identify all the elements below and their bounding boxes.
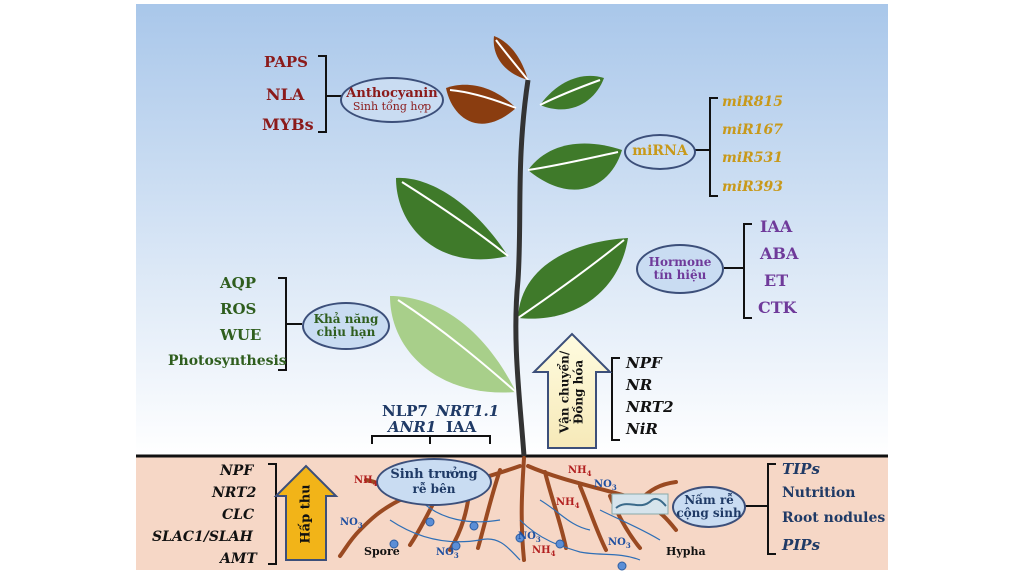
lateral-gene-anr1: ANR1	[388, 418, 437, 436]
transport-arrow-label: Vận chuyển/ Đồng hóa	[558, 351, 587, 433]
nh4-label-2: NH4	[568, 465, 592, 478]
drought-subtitle: chịu hạn	[316, 325, 376, 339]
lateral-gene-iaa: IAA	[446, 418, 477, 436]
no3-label-4: NO3	[594, 479, 617, 492]
bracket-anthocyanin	[318, 55, 342, 133]
drought-item-1: AQP	[220, 274, 256, 292]
hormone-item-1: IAA	[760, 217, 793, 236]
lateral-root-title: Sinh trưởng	[390, 467, 478, 483]
drought-item-4: Photosynthesis	[168, 353, 287, 369]
transport-arrow	[531, 332, 613, 449]
hormone-item-4: CTK	[758, 298, 797, 317]
bracket-uptake	[268, 463, 277, 565]
leaf-lower-right	[517, 238, 628, 319]
uptake-item-5: AMT	[220, 551, 257, 567]
mycorrhiza-item-1: TIPs	[782, 460, 820, 478]
lateral-gene-nlp7: NLP7	[382, 402, 428, 420]
drought-oval: Khả năng chịu hạn	[302, 302, 390, 350]
anthocyanin-title: Anthocyanin	[346, 85, 438, 101]
no3-label-3: NO3	[518, 531, 541, 544]
stem	[513, 79, 531, 457]
hormone-item-3: ET	[764, 271, 789, 290]
uptake-item-2: NRT2	[212, 485, 257, 501]
bracket-lateral-root	[371, 435, 491, 444]
transport-item-1: NPF	[626, 354, 662, 372]
gene-mybs: MYBs	[262, 115, 314, 134]
lateral-root-oval: Sinh trưởng rễ bên	[376, 458, 492, 506]
anthocyanin-subtitle: Sinh tổng hợp	[352, 100, 432, 114]
hormone-title: Hormone	[648, 254, 712, 269]
uptake-arrow-label: Hấp thu	[298, 484, 314, 544]
spores	[389, 517, 627, 571]
hormone-item-2: ABA	[760, 244, 799, 263]
hormone-subtitle: tín hiệu	[653, 268, 707, 282]
transport-label-1: Vận chuyển/	[557, 350, 572, 434]
uptake-item-4: SLAC1/SLAH	[152, 529, 253, 545]
mycorrhiza-micrograph	[611, 493, 669, 515]
hormone-oval: Hormone tín hiệu	[636, 244, 724, 294]
transport-item-4: NiR	[626, 420, 658, 438]
leaf-upper-right	[539, 75, 604, 110]
leaf-top-brown	[493, 36, 529, 81]
spore-label: Spore	[364, 545, 400, 558]
mycorrhiza-title: Nấm rễ	[684, 492, 734, 507]
mirna-item-3: miR531	[722, 150, 783, 166]
bracket-drought	[278, 277, 302, 371]
drought-title: Khả năng	[313, 311, 379, 326]
bracket-mirna	[694, 97, 718, 197]
lateral-gene-nrt11: NRT1.1	[436, 402, 500, 420]
gene-paps: PAPS	[264, 53, 308, 71]
mycorrhiza-item-4: PIPs	[782, 536, 821, 554]
nh4-label-3: NH4	[556, 497, 580, 510]
mirna-title: miRNA	[632, 143, 688, 160]
transport-item-3: NRT2	[626, 398, 674, 416]
mirna-item-2: miR167	[722, 122, 783, 138]
mirna-oval: miRNA	[624, 134, 696, 170]
hypha-label: Hypha	[666, 545, 706, 558]
sky-background	[136, 4, 888, 456]
uptake-item-3: CLC	[222, 507, 255, 523]
mycorrhiza-item-3: Root nodules	[782, 510, 886, 526]
lateral-root-subtitle: rễ bên	[412, 481, 456, 496]
nh4-label-1: NH4	[354, 475, 378, 488]
no3-label-5: NO3	[608, 537, 631, 550]
transport-item-2: NR	[626, 376, 653, 394]
gene-nla: NLA	[266, 85, 305, 104]
bracket-hormone	[724, 223, 752, 319]
mycorrhiza-oval: Nấm rễ cộng sinh	[672, 486, 746, 528]
leaf-mid-left	[396, 177, 509, 260]
bracket-mycorrhiza	[744, 463, 776, 555]
leaf-light-green	[390, 296, 517, 393]
nh4-label-4: NH4	[532, 545, 556, 558]
drought-item-2: ROS	[220, 300, 257, 318]
uptake-item-1: NPF	[220, 463, 254, 479]
transport-label-2: Đồng hóa	[572, 359, 586, 425]
drought-item-3: WUE	[220, 326, 262, 344]
bracket-transport	[611, 357, 620, 441]
leaf-mid-right	[527, 143, 622, 190]
uptake-arrow	[273, 464, 339, 561]
no3-label-1: NO3	[340, 517, 363, 530]
mycorrhiza-subtitle: cộng sinh	[676, 506, 742, 520]
mirna-item-1: miR815	[722, 94, 783, 110]
anthocyanin-oval: Anthocyanin Sinh tổng hợp	[340, 77, 444, 123]
mirna-item-4: miR393	[722, 179, 783, 195]
no3-label-2: NO3	[436, 547, 459, 560]
leaf-brown-left	[446, 84, 517, 124]
mycorrhiza-item-2: Nutrition	[782, 485, 856, 501]
